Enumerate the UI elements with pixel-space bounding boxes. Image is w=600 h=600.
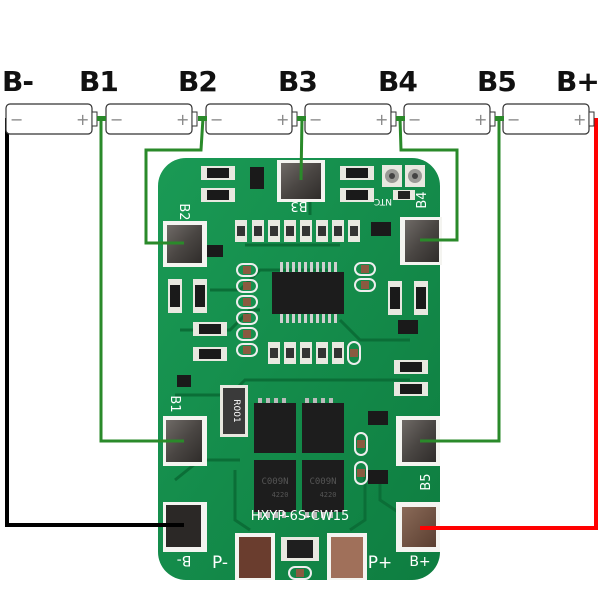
- wire-b-plus: [420, 118, 598, 530]
- cell-1-minus: −: [10, 110, 23, 129]
- label-b3: B3: [278, 65, 318, 98]
- silk-b-plus: B+: [409, 554, 430, 570]
- mosfet-3-marking: C009N: [261, 477, 288, 487]
- silk-b1: B1: [167, 395, 182, 412]
- label-b1: B1: [79, 65, 119, 98]
- wire-b5: [420, 118, 501, 443]
- wire-b4: [398, 117, 459, 242]
- label-b2: B2: [178, 65, 218, 98]
- cell-2-plus: +: [176, 110, 189, 129]
- cell-2-minus: −: [110, 110, 123, 129]
- label-b4: B4: [378, 65, 418, 98]
- battery-cells: − + − + − + − + − + − +: [5, 103, 595, 135]
- diode: [281, 537, 319, 561]
- cell-6-plus: +: [573, 110, 586, 129]
- wire-b-minus: [5, 118, 184, 527]
- wire-junctions: [97, 116, 504, 121]
- shunt-marking: R001: [231, 399, 241, 422]
- pads: [163, 160, 442, 580]
- cell-5-minus: −: [408, 110, 421, 129]
- cell-5-plus: +: [474, 110, 487, 129]
- mosfet-4: [302, 460, 344, 512]
- label-b5: B5: [477, 65, 517, 98]
- protection-ic: [272, 262, 344, 323]
- pad-p-minus: [239, 537, 271, 578]
- resistors: [168, 166, 428, 396]
- ntc-holes: [382, 165, 425, 200]
- wire-b3: [299, 117, 304, 181]
- cell-1-plus: +: [76, 110, 89, 129]
- silk-b-minus: B-: [177, 552, 192, 568]
- label-b-plus: B+: [556, 65, 600, 98]
- cell-6-minus: −: [507, 110, 520, 129]
- mosfet-4-marking: C009N: [309, 477, 336, 487]
- shunt-resistor: R001: [220, 385, 248, 437]
- cell-3-minus: −: [210, 110, 223, 129]
- pad-p-plus: [331, 537, 363, 578]
- silk-p-minus: P-: [212, 553, 228, 573]
- small-resistor-row: [235, 220, 360, 364]
- silk-ntc: NTC: [374, 196, 392, 206]
- silk-b3: B3: [290, 198, 307, 213]
- mosfet-3-code: 4220: [272, 491, 289, 499]
- silk-b5: B5: [419, 473, 434, 490]
- wire-b2: [144, 117, 205, 245]
- silk-b2: B2: [176, 203, 191, 220]
- cell-4-plus: +: [375, 110, 388, 129]
- board-model: HXYP-6S-CW15: [251, 509, 350, 524]
- mosfet-3: [254, 460, 296, 512]
- label-b-minus: B-: [2, 65, 34, 98]
- sot23-transistors: [177, 167, 418, 484]
- wires: [5, 117, 598, 530]
- mosfets: C009N C009N 4220 4220: [254, 398, 344, 518]
- cell-3-plus: +: [276, 110, 289, 129]
- battery-cell-5: [403, 103, 496, 135]
- silk-p-plus: P+: [368, 553, 393, 573]
- cell-4-minus: −: [309, 110, 322, 129]
- capacitor-column: [236, 262, 376, 580]
- silk-b4: B4: [415, 191, 430, 208]
- mosfet-1: [254, 403, 296, 453]
- mosfet-2: [302, 403, 344, 453]
- mosfet-4-code: 4220: [320, 491, 337, 499]
- pcb-board: R001 C009N C009N 4220 4220 HXYP-6S-CW: [158, 158, 442, 580]
- wire-b1: [99, 118, 184, 443]
